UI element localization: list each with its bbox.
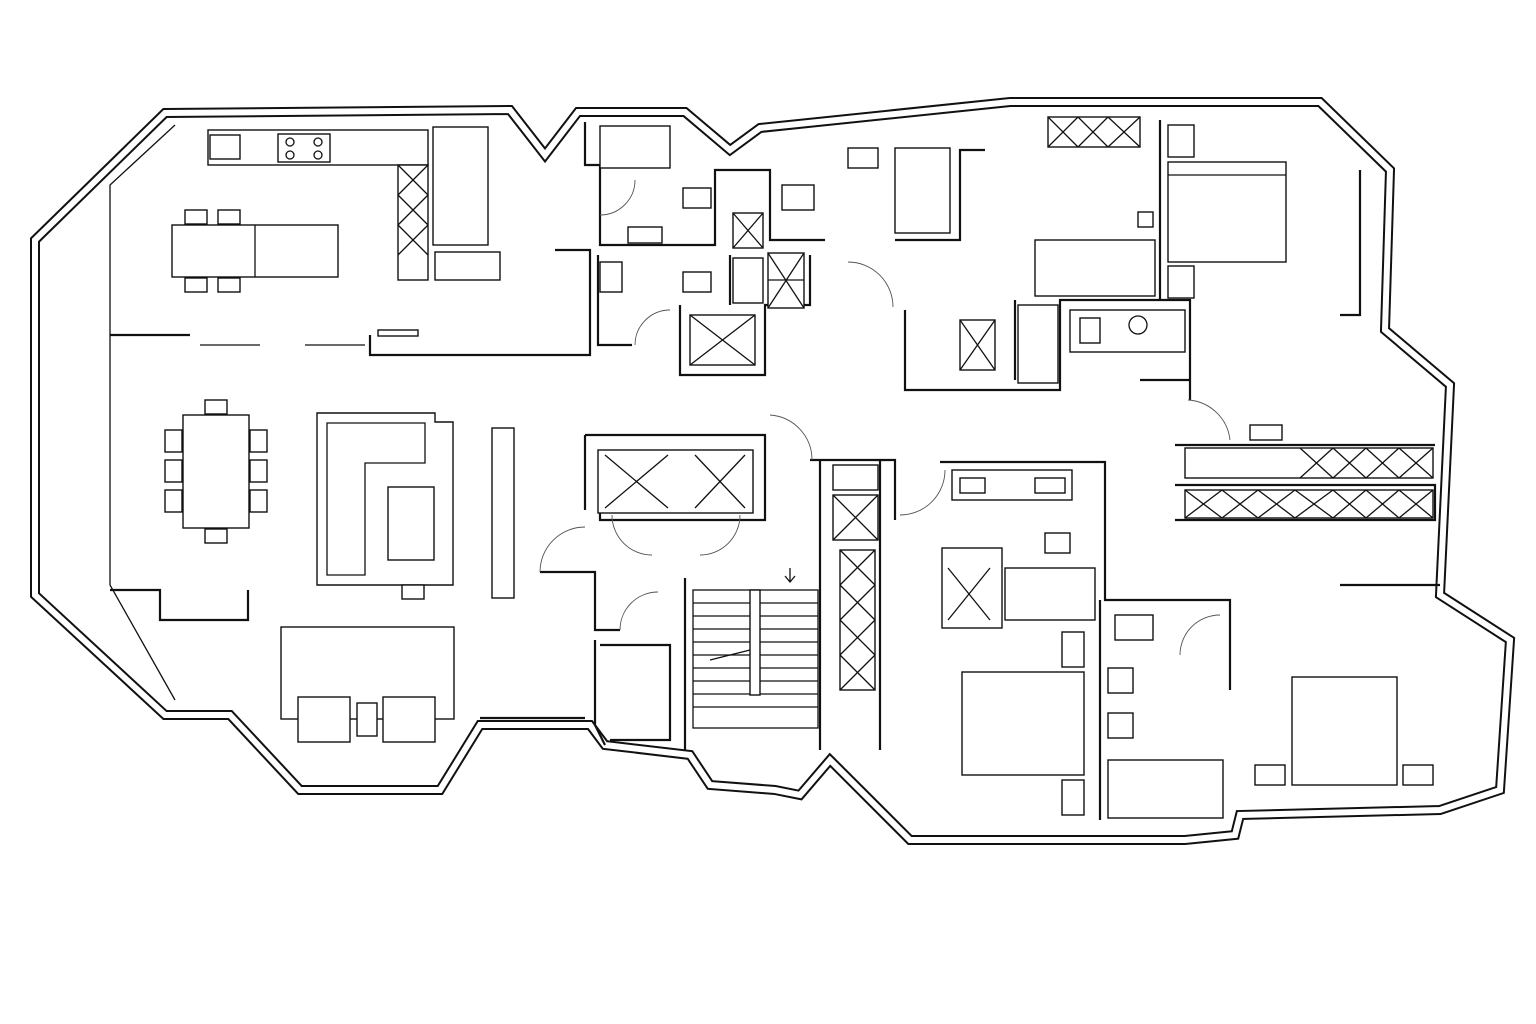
stair-direction-arrow (784, 568, 796, 584)
double-bed (1291, 676, 1398, 786)
stairs (692, 568, 819, 729)
chair (164, 429, 183, 453)
chair (164, 459, 183, 483)
kitchen-island (432, 126, 489, 246)
basin-icon (1128, 315, 1148, 335)
ottoman (401, 584, 425, 600)
bedroom-2 (941, 469, 1096, 816)
toilet-icon (682, 187, 712, 209)
sink-icon (599, 261, 623, 293)
media-console (491, 427, 515, 599)
chair (1137, 211, 1154, 228)
chair (217, 209, 241, 225)
chair (249, 459, 268, 483)
cabinet (732, 257, 764, 304)
bathtub (1107, 759, 1224, 819)
chair (184, 209, 208, 225)
armchair (297, 696, 351, 743)
basin-icon (959, 477, 986, 494)
chair (164, 489, 183, 513)
bathtub (1017, 304, 1059, 384)
sink-icon (1107, 667, 1134, 694)
sink-icon (627, 226, 663, 244)
cooktop-icon (277, 133, 331, 163)
toilet-icon (1044, 532, 1071, 554)
desk (1034, 239, 1156, 297)
bathrooms-and-shafts (599, 125, 1186, 384)
toilet-icon (781, 184, 815, 211)
nightstand (1402, 764, 1434, 786)
double-bed (961, 671, 1085, 776)
kitchen-sink-icon (209, 134, 241, 160)
chair (249, 489, 268, 513)
nightstand (1167, 124, 1195, 158)
toilet-icon (682, 271, 712, 293)
storage (599, 125, 671, 169)
bedroom-3 (1107, 614, 1434, 819)
closet (1184, 489, 1434, 519)
chair (249, 429, 268, 453)
chair (204, 528, 228, 544)
chair (184, 277, 208, 293)
interior-walls (110, 120, 1440, 820)
chair (217, 277, 241, 293)
kitchen (171, 126, 501, 293)
sliding-door (377, 329, 419, 337)
door-swings (539, 179, 1231, 656)
wardrobe (1047, 116, 1141, 148)
nightstand (1167, 265, 1195, 299)
nightstand (1061, 779, 1085, 816)
dining-living (164, 329, 515, 743)
toilet-icon (1114, 614, 1154, 641)
elevator (597, 449, 754, 514)
nightstand (1254, 764, 1286, 786)
sink-icon (1107, 712, 1134, 739)
side-table (356, 702, 378, 737)
stair-handrail (749, 589, 761, 696)
bathtub (1004, 567, 1096, 621)
closet (1184, 447, 1434, 479)
tall-cabinets (397, 164, 429, 281)
sink-icon (1249, 424, 1283, 441)
dining-table (182, 414, 250, 529)
sink-icon (847, 147, 879, 169)
chair (204, 399, 228, 415)
bathtub (894, 147, 951, 234)
basin-icon (1034, 477, 1066, 494)
shaft (832, 464, 879, 491)
master-suite (1034, 116, 1434, 519)
core (597, 449, 879, 729)
double-bed (1167, 161, 1287, 263)
exterior-wall (30, 97, 1516, 845)
armchair (382, 696, 436, 743)
toilet-icon (1079, 317, 1101, 344)
nightstand (1061, 631, 1085, 668)
coffee-table (387, 486, 435, 561)
utility-sink (434, 251, 501, 281)
riser (839, 549, 876, 691)
